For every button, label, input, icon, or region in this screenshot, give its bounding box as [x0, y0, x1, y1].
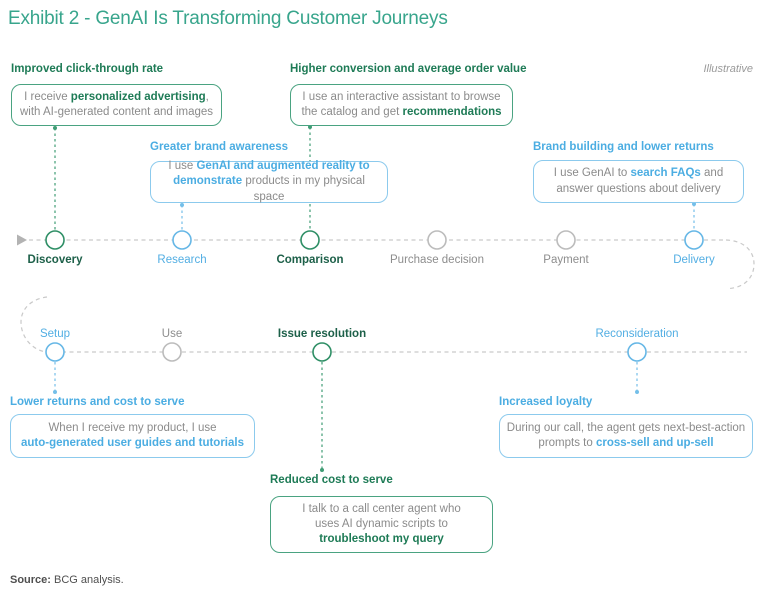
callout-box-improved-ctr: I receive personalized advertising,with …: [11, 84, 222, 126]
stage-circle-purchase-decision: [427, 230, 447, 250]
stage-circle-reconsideration: [627, 342, 647, 362]
wrap-curve-right: [725, 239, 755, 290]
stage-label-setup: Setup: [39, 328, 71, 340]
callout-box-higher-conversion: I use an interactive assistant to browse…: [290, 84, 513, 126]
callout-header-higher-conversion: Higher conversion and average order valu…: [290, 63, 527, 75]
stage-circle-issue-resolution: [312, 342, 332, 362]
stage-label-issue-resolution: Issue resolution: [277, 328, 367, 340]
flow-arrow-icon: [17, 234, 27, 246]
illustrative-note: Illustrative: [703, 63, 753, 75]
connector-dot: [320, 468, 324, 472]
stage-label-delivery: Delivery: [673, 254, 715, 266]
exhibit-title: Exhibit 2 - GenAI Is Transforming Custom…: [8, 8, 448, 29]
connector-dot: [53, 126, 57, 130]
connector-dot: [692, 202, 696, 206]
stage-circle-delivery: [684, 230, 704, 250]
callout-header-brand-building: Brand building and lower returns: [533, 141, 714, 153]
connector-dot: [635, 390, 639, 394]
stage-label-use: Use: [161, 328, 183, 340]
stage-label-purchase-decision: Purchase decision: [390, 254, 484, 266]
callout-header-brand-awareness: Greater brand awareness: [150, 141, 289, 153]
callout-header-reduced-cost: Reduced cost to serve: [270, 474, 393, 486]
callout-header-lower-returns: Lower returns and cost to serve: [10, 396, 185, 408]
callout-box-increased-loyalty: During our call, the agent gets next-bes…: [499, 414, 753, 458]
stage-circle-research: [172, 230, 192, 250]
source-note: Source: BCG analysis.: [10, 574, 124, 586]
callout-text: I use an interactive assistant to browse…: [301, 90, 502, 118]
stage-circle-use: [162, 342, 182, 362]
callout-text: During our call, the agent gets next-bes…: [506, 421, 746, 449]
wrap-curve-left: [20, 296, 48, 353]
stage-circle-payment: [556, 230, 576, 250]
stage-circle-discovery: [45, 230, 65, 250]
stage-label-research: Research: [157, 254, 207, 266]
stage-circle-setup: [45, 342, 65, 362]
stage-label-reconsideration: Reconsideration: [595, 328, 679, 340]
source-text: BCG analysis.: [50, 574, 124, 586]
source-label: Source:: [10, 574, 51, 586]
stage-label-payment: Payment: [543, 254, 589, 266]
callout-header-increased-loyalty: Increased loyalty: [499, 396, 593, 408]
connector-dot: [308, 125, 312, 129]
connector-dot: [53, 390, 57, 394]
connector-dot: [180, 203, 184, 207]
stage-circle-comparison: [300, 230, 320, 250]
callout-header-improved-ctr: Improved click-through rate: [11, 63, 164, 75]
callout-text: I receive personalized advertising,with …: [19, 90, 214, 118]
stage-label-comparison: Comparison: [276, 254, 344, 266]
stage-label-discovery: Discovery: [27, 254, 83, 266]
